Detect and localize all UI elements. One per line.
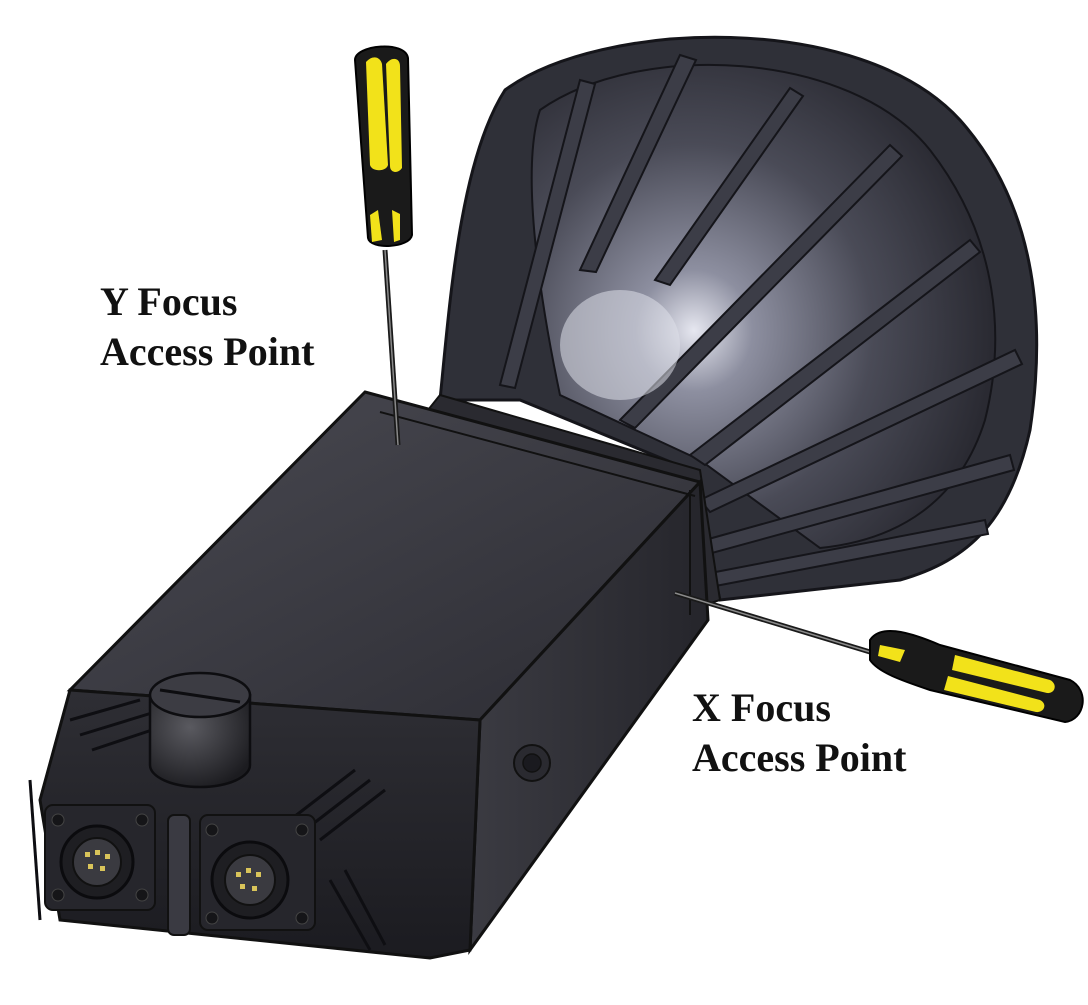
reflector-fins <box>498 53 1024 590</box>
circular-connector-right <box>210 840 290 920</box>
x-focus-label-line1: X Focus <box>692 685 831 730</box>
screwdriver-icon <box>353 45 414 446</box>
y-focus-label-line1: Y Focus <box>100 279 238 324</box>
reflector-dish <box>438 35 1039 602</box>
x-focus-label-line2: Access Point <box>692 735 907 780</box>
x-focus-label: X Focus Access Point <box>692 683 906 783</box>
circular-connector-left <box>59 824 135 900</box>
y-focus-label-line2: Access Point <box>100 329 315 374</box>
adjustment-knob <box>148 671 252 789</box>
housing <box>28 390 710 960</box>
screwdriver-icon <box>674 590 1084 724</box>
y-focus-label: Y Focus Access Point <box>100 277 314 377</box>
